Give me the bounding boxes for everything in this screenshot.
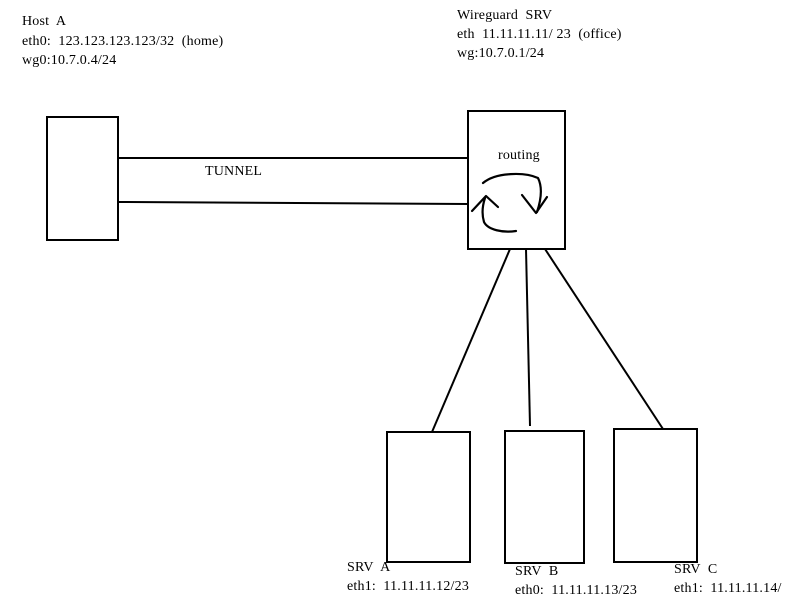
host-a-wg0: wg0:10.7.0.4/24 [22,53,117,68]
routing-arrowhead-right [520,193,549,215]
routing-arrow-top [481,172,543,214]
wireguard-wg: wg:10.7.0.1/24 [457,46,545,61]
srv-b-eth: eth0: 11.11.11.13/23 [515,583,638,598]
srv-c-box [613,428,698,563]
routing-label: routing [498,148,540,163]
srv-c-eth: eth1: 11.11.11.14/ [674,581,782,596]
host-a-box [46,116,119,241]
link-srv-a [431,248,511,433]
srv-a-eth: eth1: 11.11.11.12/23 [347,579,470,594]
srv-a-box [386,431,471,563]
routing-arrow-bottom [481,196,518,233]
host-a-name: Host A [22,14,67,29]
link-srv-b [525,248,531,427]
wireguard-name: Wireguard SRV [457,8,553,23]
host-a-eth0: eth0: 123.123.123.123/32 (home) [22,34,224,49]
srv-b-box [504,430,585,564]
link-srv-c [544,248,664,430]
srv-a-name: SRV A [347,560,391,575]
wireguard-eth: eth 11.11.11.11/ 23 (office) [457,27,622,42]
tunnel-label: TUNNEL [205,164,263,179]
srv-c-name: SRV C [674,562,718,577]
tunnel-bottom-line [117,201,469,205]
srv-b-name: SRV B [515,564,559,579]
wireguard-server-box [467,110,566,250]
routing-arrowhead-left [470,194,500,213]
